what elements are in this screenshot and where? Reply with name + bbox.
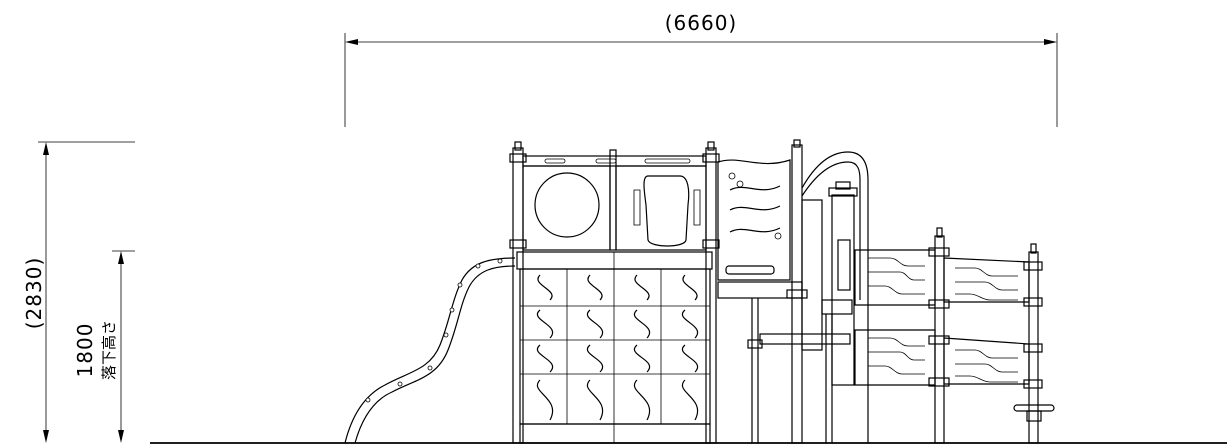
main-tower — [509, 141, 720, 444]
fall-height-label: 落下高さ — [100, 320, 118, 380]
middle-section — [717, 139, 869, 444]
height-dimension-label: (2830) — [22, 257, 46, 330]
width-dimension: (6660) — [344, 11, 1058, 127]
width-dimension-label: (6660) — [665, 11, 738, 35]
curved-slide — [344, 257, 516, 444]
height-dimension: (2830) — [22, 141, 135, 443]
fall-height-value: 1800 — [73, 323, 97, 378]
fall-height-dimension: 1800 落下高さ — [73, 250, 135, 443]
climbing-panels — [854, 227, 1055, 444]
